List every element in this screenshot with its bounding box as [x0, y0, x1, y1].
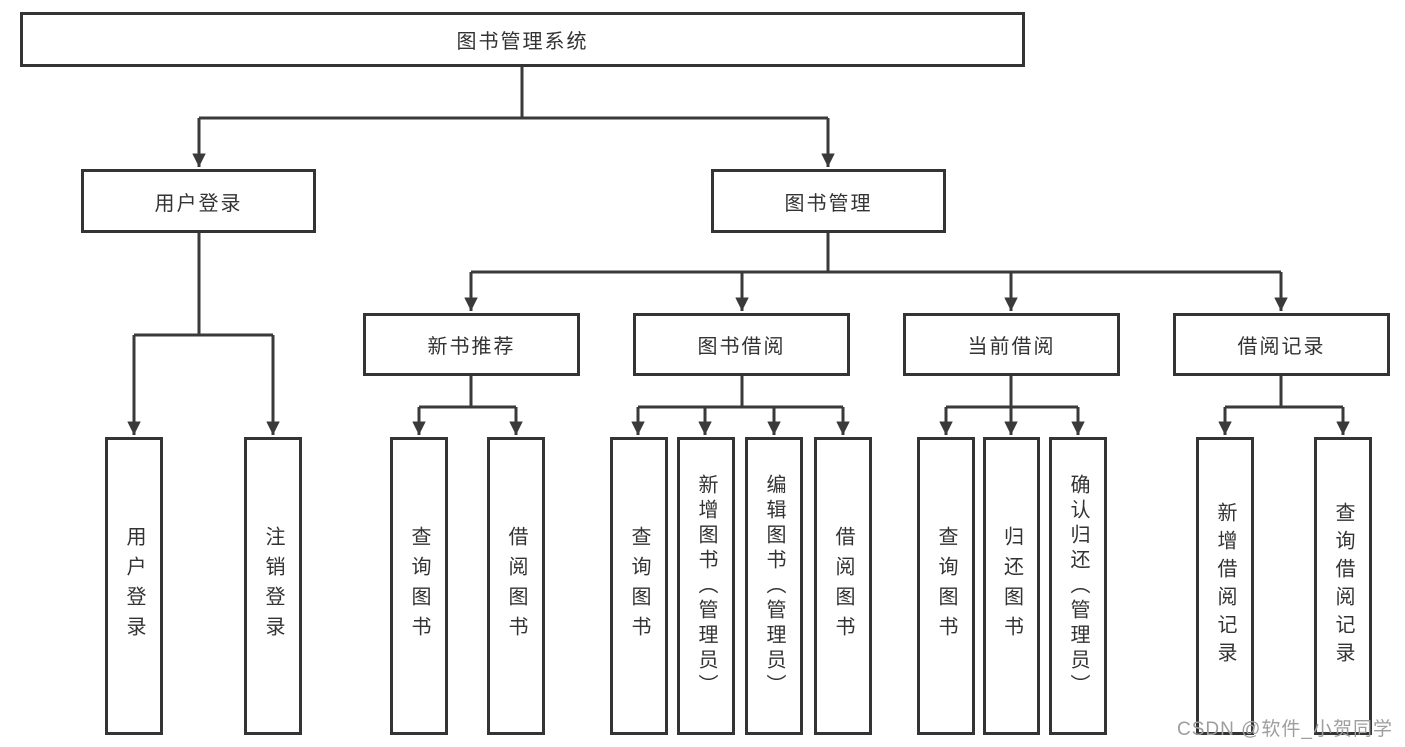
leaf-borrow-books-recommend: 借阅图书	[487, 437, 545, 735]
node-root: 图书管理系统	[20, 12, 1025, 67]
leaf-add-borrow-record: 新增借阅记录	[1196, 437, 1254, 735]
leaf-query-books-recommend: 查询图书	[390, 437, 448, 735]
leaf-edit-book-admin: 编辑图书（管理员）	[745, 437, 803, 735]
leaf-return-book: 归还图书	[983, 437, 1040, 735]
leaf-logout: 注销登录	[244, 437, 302, 735]
node-book-management: 图书管理	[711, 169, 946, 233]
node-borrow-records: 借阅记录	[1173, 313, 1390, 376]
leaf-query-books-current: 查询图书	[917, 437, 975, 735]
node-new-book-recommend: 新书推荐	[363, 313, 580, 376]
leaf-query-books-borrow: 查询图书	[610, 437, 668, 735]
leaf-confirm-return-admin: 确认归还（管理员）	[1049, 437, 1107, 735]
watermark-text: CSDN @软件_小贺同学	[1177, 719, 1393, 740]
node-current-borrow: 当前借阅	[903, 313, 1120, 376]
leaf-user-login: 用户登录	[105, 437, 163, 735]
node-book-borrow: 图书借阅	[633, 313, 850, 376]
node-user-login: 用户登录	[81, 169, 316, 233]
leaf-query-borrow-record: 查询借阅记录	[1314, 437, 1372, 735]
leaf-borrow-books: 借阅图书	[814, 437, 872, 735]
leaf-add-book-admin: 新增图书（管理员）	[677, 437, 735, 735]
